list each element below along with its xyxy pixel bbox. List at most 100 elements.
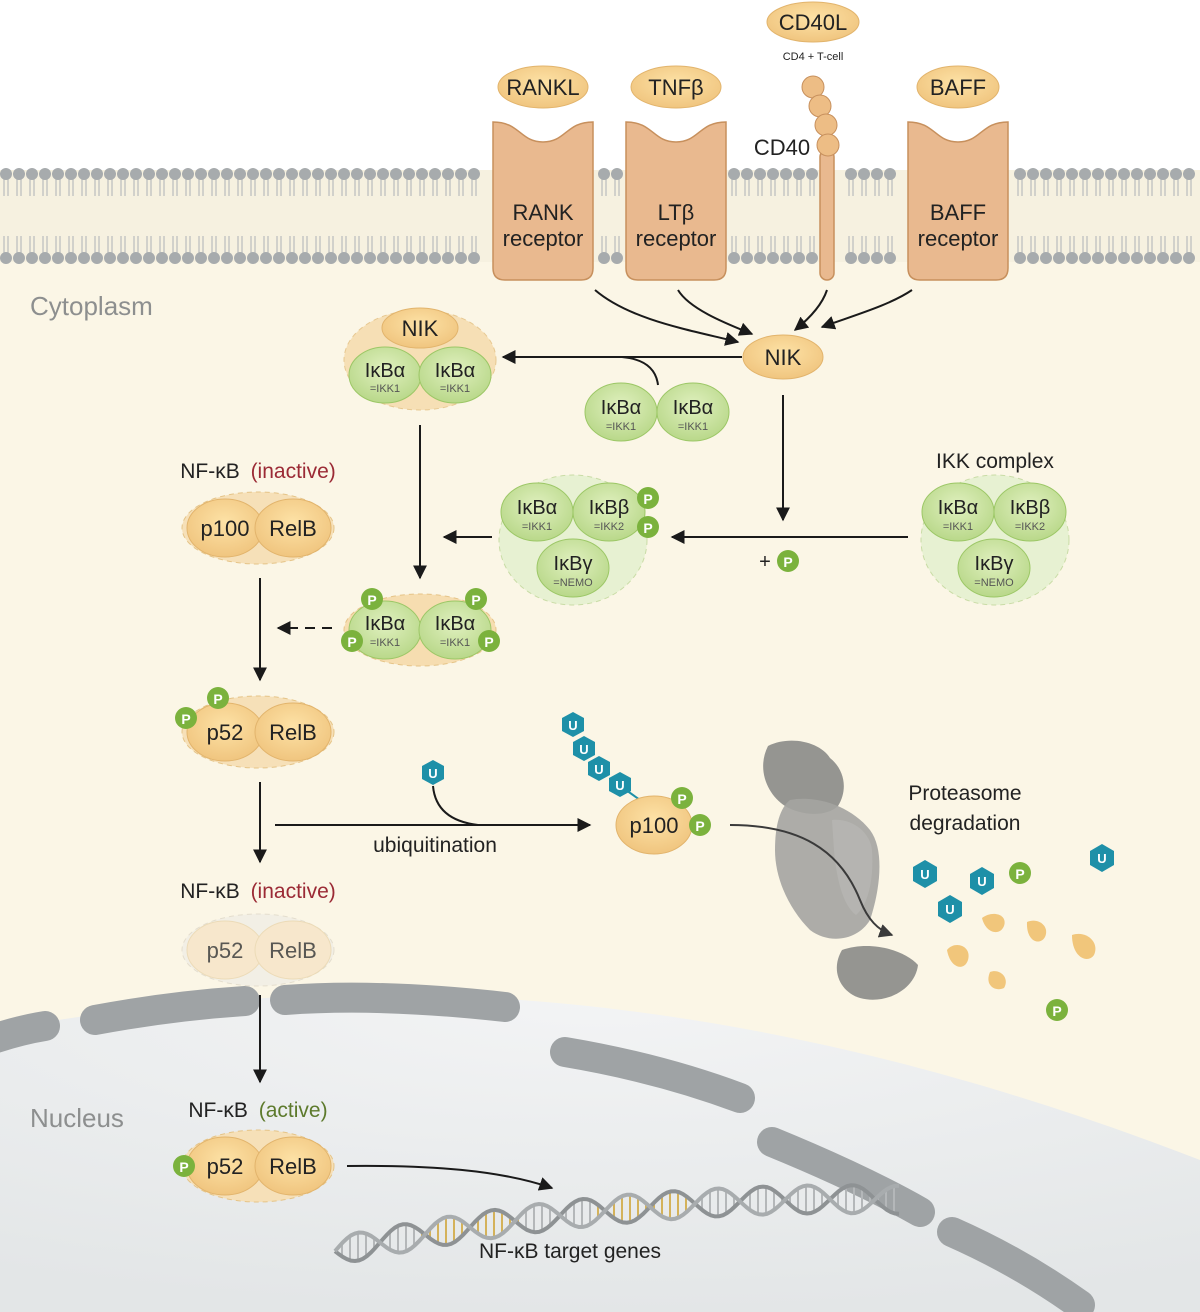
phospho-label: P <box>1052 1003 1061 1019</box>
rankl-ligand: RANKL <box>497 65 589 109</box>
phospho-label: P <box>347 634 356 650</box>
lipid-head <box>442 252 454 264</box>
phospho-label: P <box>643 491 652 507</box>
ikbg-label: IκBγ <box>554 553 593 575</box>
phospho-label: P <box>179 1159 188 1175</box>
relb-label: RelB <box>269 720 317 745</box>
phosphorylated-ikka-dimer: IκBα =IKK1 IκBα =IKK1 P P P P <box>341 588 500 667</box>
membrane-core <box>0 170 1200 262</box>
lipid-head <box>13 252 25 264</box>
lipid-head <box>182 168 194 180</box>
target-genes-label: NF-κB target genes <box>479 1240 661 1263</box>
ltb-receptor-label-1: LTβ <box>658 200 695 225</box>
lipid-head <box>1131 252 1143 264</box>
lipid-head <box>130 252 142 264</box>
nik-label: NIK <box>765 345 802 370</box>
lipid-head <box>806 252 818 264</box>
baff-receptor-label-1: BAFF <box>930 200 986 225</box>
lipid-head <box>1131 168 1143 180</box>
nfkb-name: NF-κB <box>180 460 240 483</box>
phosphorylated-ikk-complex: IκBα =IKK1 IκBβ =IKK2 IκBγ =NEMO P P <box>498 474 659 606</box>
lipid-head <box>1118 168 1130 180</box>
ubiquitin-tag: U <box>422 760 444 785</box>
lipid-head <box>780 252 792 264</box>
nemo-label: =NEMO <box>974 577 1014 589</box>
ikk1-label: =IKK1 <box>943 521 973 533</box>
lipid-head <box>104 252 116 264</box>
p52-label: p52 <box>207 938 244 963</box>
lipid-head <box>845 168 857 180</box>
ikba-label: IκBα <box>673 397 713 419</box>
lipid-head <box>143 168 155 180</box>
lipid-head <box>1092 252 1104 264</box>
lipid-head <box>1105 252 1117 264</box>
ubiquitin-tag: U <box>1090 844 1114 872</box>
lipid-head <box>1183 168 1195 180</box>
phospho-group: P <box>1046 999 1068 1021</box>
lipid-head <box>130 168 142 180</box>
lipid-head <box>611 252 623 264</box>
lipid-head <box>468 168 480 180</box>
ikk2-label: =IKK2 <box>594 521 624 533</box>
lipid-head <box>221 252 233 264</box>
lipid-head <box>1170 252 1182 264</box>
lipid-head <box>1157 168 1169 180</box>
lipid-head <box>169 168 181 180</box>
lipid-head <box>312 168 324 180</box>
lipid-head <box>91 168 103 180</box>
phospho-label: P <box>471 592 480 608</box>
ubiquitin-tag: U <box>938 895 962 923</box>
nik-label: NIK <box>402 316 439 341</box>
peptide-fragment <box>982 913 1005 933</box>
ubiquitination-arrow <box>275 785 592 832</box>
relb-label: RelB <box>269 516 317 541</box>
lipid-head <box>91 252 103 264</box>
proteasome-label-1: Proteasome <box>908 782 1021 805</box>
lipid-head <box>429 252 441 264</box>
p52-relb-active-complex: p52 RelB P <box>173 1129 335 1203</box>
lipid-head <box>286 168 298 180</box>
nik-protein: NIK <box>742 334 824 380</box>
lipid-head <box>1040 168 1052 180</box>
ikba-label: IκBα <box>435 360 475 382</box>
lipid-head <box>156 252 168 264</box>
lipid-head <box>403 168 415 180</box>
lipid-head <box>273 168 285 180</box>
relb-label: RelB <box>269 938 317 963</box>
lipid-head <box>390 252 402 264</box>
phosphorylation-arrows <box>413 395 908 580</box>
lipid-head <box>1079 252 1091 264</box>
baff-ligand: BAFF <box>916 65 1000 109</box>
cd40-receptor: CD40 <box>754 75 840 281</box>
lipid-head <box>1040 252 1052 264</box>
lipid-head <box>1014 168 1026 180</box>
degradation-products: U U U U P P <box>913 844 1114 1021</box>
baff-label: BAFF <box>930 75 986 100</box>
lipid-head <box>858 168 870 180</box>
lipid-head <box>754 252 766 264</box>
lipid-head <box>338 168 350 180</box>
ikk1-label: =IKK1 <box>606 421 636 433</box>
peptide-fragment <box>1026 920 1047 942</box>
lipid-head <box>325 168 337 180</box>
ikk1-label: =IKK1 <box>370 637 400 649</box>
lipid-head <box>858 252 870 264</box>
phospho-label: P <box>643 520 652 536</box>
lipid-head <box>611 168 623 180</box>
ikba-label: IκBα <box>365 360 405 382</box>
ikba-label: IκBα <box>938 497 978 519</box>
phospho-group: P <box>175 707 197 729</box>
lipid-head <box>221 168 233 180</box>
phospho-p52-relb-complex: p52 RelB P P <box>175 687 335 769</box>
ubiquitin-label: U <box>945 902 954 917</box>
ikk1-label: =IKK1 <box>678 421 708 433</box>
ikba-label: IκBα <box>365 613 405 635</box>
phospho-group: P <box>637 487 659 509</box>
plasma-membrane <box>0 168 1195 264</box>
phospho-group: P <box>1009 862 1031 884</box>
lipid-head <box>780 168 792 180</box>
ubiquitin-label: U <box>1097 851 1106 866</box>
ubiquitin-label: U <box>977 874 986 889</box>
nfkb-inactive-label-2: NF-κB (inactive) <box>180 880 336 903</box>
tnfb-label: TNFβ <box>648 75 703 100</box>
